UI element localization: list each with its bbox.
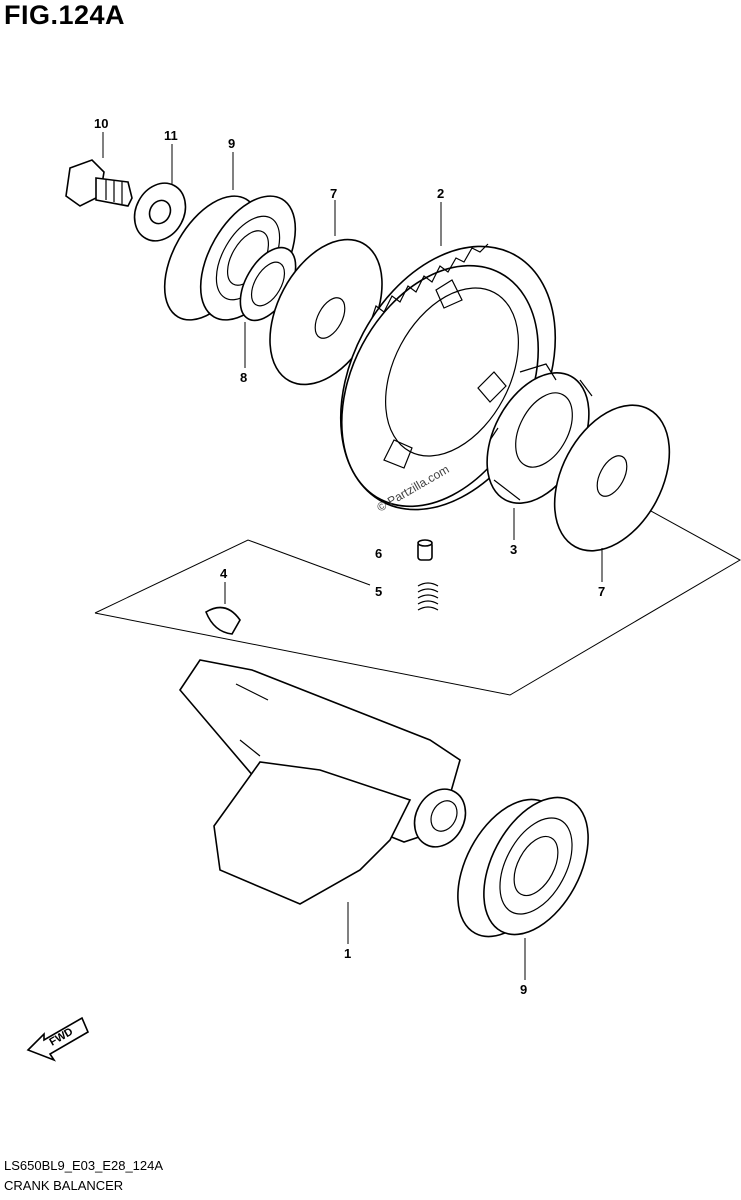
part-7-plate-right[interactable] [531,386,693,571]
callout-10: 10 [94,116,108,131]
part-6-pin[interactable] [417,539,433,561]
figure-code: LS650BL9_E03_E28_124A [4,1158,164,1173]
callout-11: 11 [164,128,178,143]
callout-3: 3 [510,542,517,557]
callout-8: 8 [240,370,247,385]
callout-7-right: 7 [598,584,605,599]
callout-2: 2 [437,186,444,201]
fwd-arrow-icon: FWD [26,1016,90,1062]
leader-lines [102,132,603,980]
callout-5: 5 [375,584,382,599]
assembly-frame-right [94,504,741,696]
part-5-spring[interactable] [417,582,439,611]
figure-caption: CRANK BALANCER [4,1178,124,1193]
part-11-washer[interactable] [125,174,196,250]
figure-title: FIG.124A [4,0,126,30]
part-1-balancer-shaft[interactable] [178,659,475,905]
assembly-frame [94,539,371,614]
callout-9-bottom: 9 [520,982,527,997]
callout-7-top: 7 [330,186,337,201]
part-4-key[interactable] [205,606,241,635]
part-9-bearing-bottom[interactable] [436,780,609,954]
callout-6: 6 [375,546,382,561]
part-10-bolt[interactable] [65,159,133,207]
callout-1: 1 [344,946,351,961]
callout-9-top: 9 [228,136,235,151]
callout-4: 4 [220,566,228,581]
